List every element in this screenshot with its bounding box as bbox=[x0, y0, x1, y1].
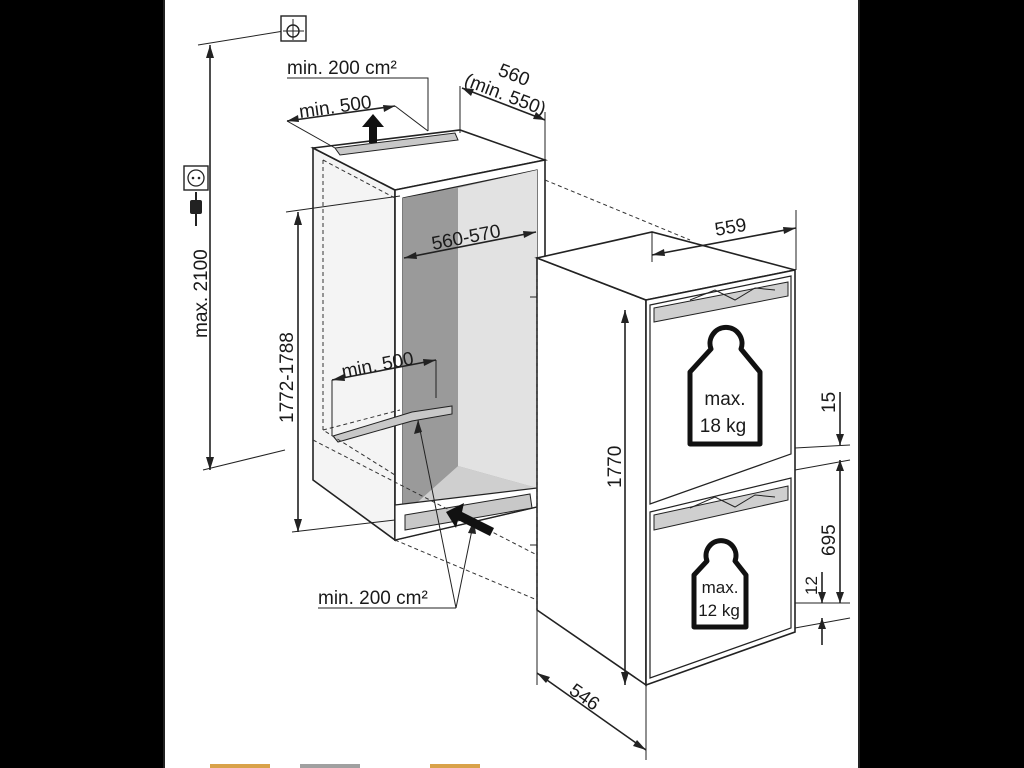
upper-weight-line2: 18 kg bbox=[700, 416, 746, 437]
upper-weight-line1: max. bbox=[704, 389, 745, 410]
vent-top-area-label: min. 200 cm² bbox=[287, 58, 397, 79]
dimension-door-gaps: 15 695 12 bbox=[794, 392, 851, 645]
cross-symbol-icon bbox=[280, 15, 307, 42]
appliance-height-label: 1770 bbox=[605, 446, 626, 488]
niche-height-label: 1772-1788 bbox=[277, 332, 298, 423]
max-height-label: max. 2100 bbox=[191, 249, 212, 338]
niche-cabinet bbox=[310, 129, 549, 542]
power-socket-icon bbox=[183, 165, 209, 191]
dimension-max-height: max. 2100 bbox=[191, 29, 291, 471]
weight-icon: max. 18 kg bbox=[687, 325, 763, 447]
bottom-color-strip bbox=[210, 764, 480, 768]
lower-weight-line1: max. bbox=[702, 578, 739, 597]
door-gap-bottom-label: 12 bbox=[802, 576, 821, 595]
arrow-up-icon bbox=[362, 114, 384, 143]
door-gap-top-label: 15 bbox=[819, 392, 840, 413]
appliance bbox=[530, 231, 796, 687]
dimension-appliance-height: 1770 bbox=[605, 310, 629, 685]
lower-weight-line2: 12 kg bbox=[698, 601, 740, 620]
dimension-niche-height: 1772-1788 bbox=[277, 195, 401, 533]
arrow-inlet-icon bbox=[446, 503, 494, 536]
lower-door-height-label: 695 bbox=[819, 524, 840, 556]
weight-icon: max. 12 kg bbox=[691, 538, 749, 630]
projection-lines bbox=[312, 179, 691, 601]
dimension-vent-top-area: min. 200 cm² bbox=[287, 58, 429, 131]
power-plug-icon bbox=[190, 192, 202, 226]
vent-bottom-area-label: min. 200 cm² bbox=[318, 588, 428, 609]
